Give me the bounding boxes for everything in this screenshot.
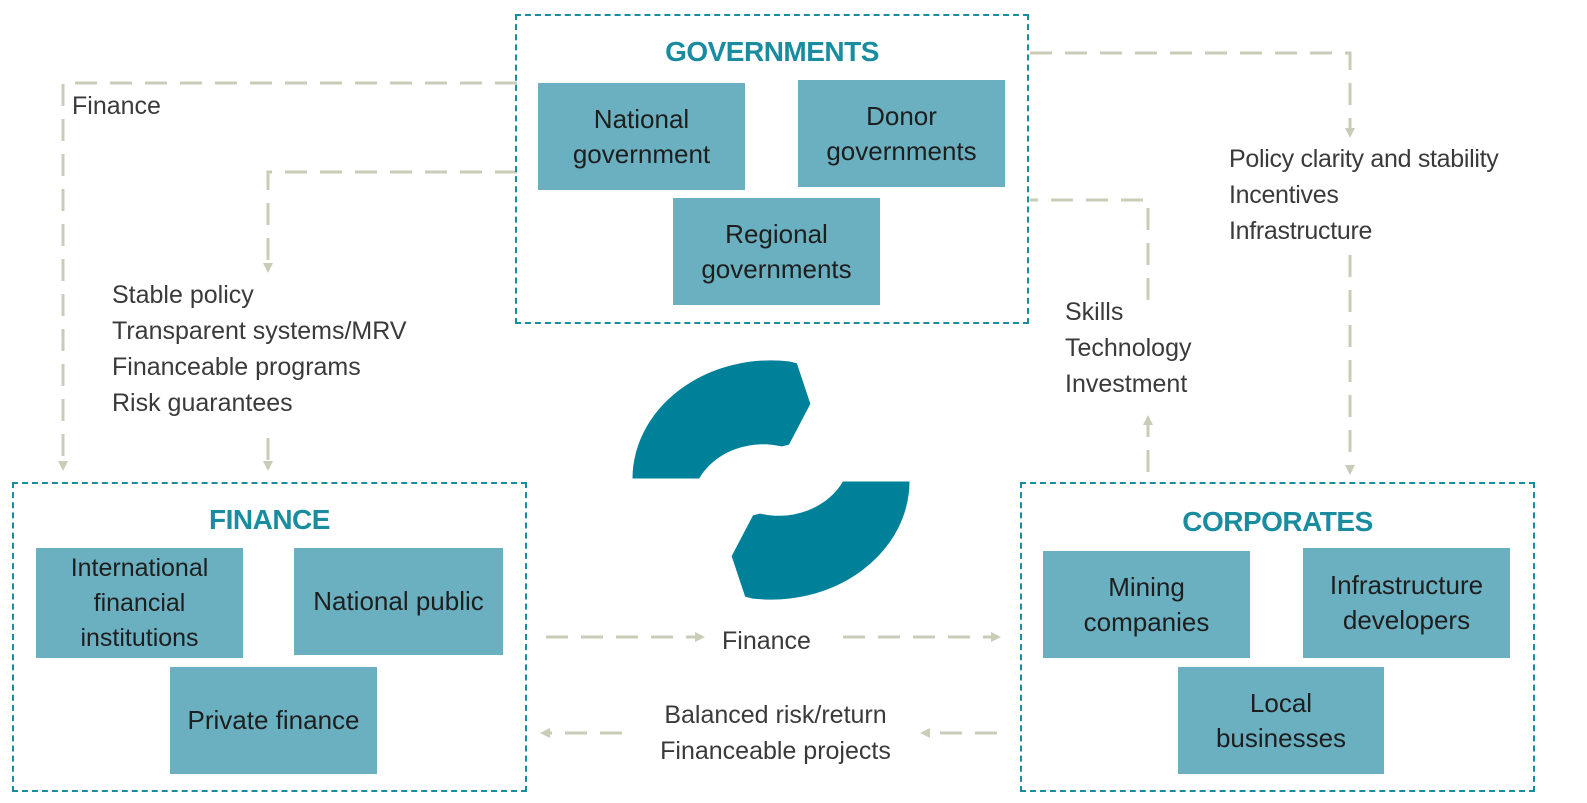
- governments-group: GOVERNMENTS: [515, 14, 1029, 324]
- private-finance-box: Private finance: [170, 667, 377, 774]
- national-government-box: National government: [538, 83, 745, 190]
- donor-governments-box: Donor governments: [798, 80, 1005, 187]
- finance-title: FINANCE: [209, 504, 330, 535]
- corporates-group: CORPORATES: [1020, 482, 1535, 792]
- finance-condition-item: Stable policy: [112, 281, 254, 309]
- skills-item: Investment: [1065, 370, 1188, 398]
- finance-conditions-list: Stable policy Transparent systems/MRV Fi…: [112, 277, 407, 421]
- skills-item: Technology: [1065, 334, 1192, 362]
- corporates-to-gov-list: Skills Technology Investment: [1065, 294, 1191, 402]
- finance-condition-item: Risk guarantees: [112, 389, 293, 417]
- finance-group: FINANCE: [12, 482, 527, 792]
- finance-condition-item: Financeable programs: [112, 353, 361, 381]
- governments-title: GOVERNMENTS: [665, 36, 879, 67]
- infrastructure-developers-box: Infrastructure developers: [1303, 548, 1510, 658]
- connector-skills-to-gov: [1030, 198, 1150, 300]
- policy-item: Policy clarity and stability: [1229, 145, 1499, 173]
- local-businesses-box: Local businesses: [1178, 667, 1384, 774]
- skills-item: Skills: [1065, 298, 1124, 326]
- national-public-box: National public: [294, 548, 503, 655]
- return-item: Balanced risk/return: [664, 701, 887, 729]
- gov-to-finance-label: Finance: [72, 92, 161, 120]
- corporates-to-finance-list: Balanced risk/return Financeable project…: [628, 697, 923, 769]
- connector-gov-to-policy: [1030, 51, 1355, 138]
- return-item: Financeable projects: [660, 737, 891, 765]
- connector-gov-to-finance: [58, 81, 517, 471]
- policy-item: Incentives: [1229, 181, 1339, 209]
- refresh-cycle-icon: [629, 357, 913, 603]
- finance-to-corporates-label: Finance: [722, 627, 811, 655]
- corporates-title: CORPORATES: [1182, 506, 1373, 537]
- regional-governments-box: Regional governments: [673, 198, 880, 305]
- mining-companies-box: Mining companies: [1043, 551, 1250, 658]
- connector-gov-to-conditions: [263, 170, 517, 273]
- international-financial-institutions-box: International financial institutions: [36, 548, 243, 658]
- finance-condition-item: Transparent systems/MRV: [112, 317, 407, 345]
- policy-item: Infrastructure: [1229, 217, 1373, 245]
- gov-to-corporates-list: Policy clarity and stability Incentives …: [1229, 141, 1499, 249]
